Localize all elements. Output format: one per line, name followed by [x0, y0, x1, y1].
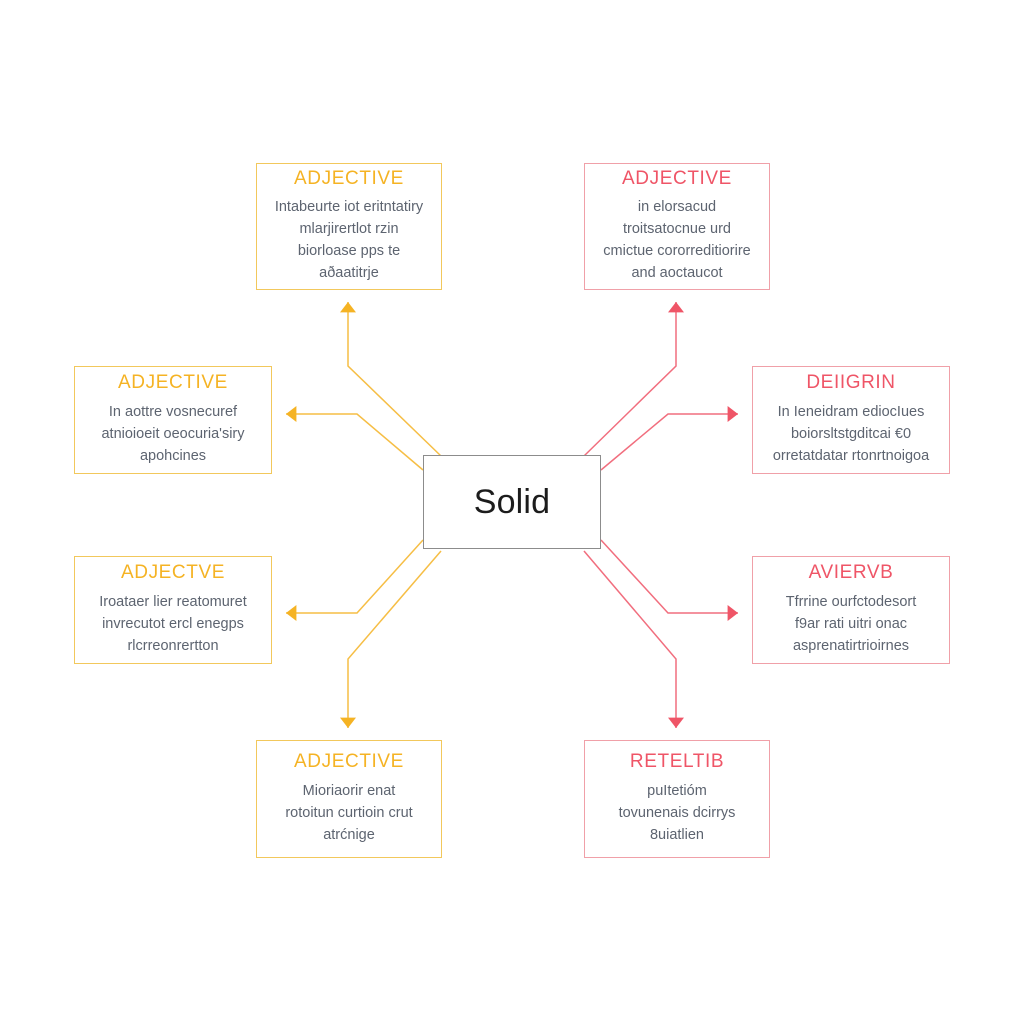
node-body-top-left: Intabeurte iot eritntatiry mlarjirertlot …: [275, 196, 423, 284]
node-body-line: Tfrrine ourfctodesort: [785, 593, 917, 610]
node-body-line: atnioioeit oeocuria'siry: [101, 425, 245, 442]
arrowhead-top-right: [668, 302, 684, 313]
node-title-low-left: ADJECTVE: [120, 562, 226, 584]
connector-mid-left: [286, 413, 424, 471]
node-body-line: f9ar rati uitri onac: [794, 615, 908, 632]
node-bottom-right[interactable]: RETELTIB puItetióm tovunenais dcirrys 8uiat…: [584, 740, 770, 858]
node-mid-right[interactable]: DEIIGRIN In Ieneidram ediocIues boiorsltst…: [752, 366, 950, 474]
arrowhead-bottom-right: [668, 717, 684, 728]
node-body-line: and aoctaucot: [631, 265, 723, 282]
node-title-bottom-right: RETELTIB: [629, 751, 725, 772]
node-body-line: boiorsltstgditcai €0: [790, 425, 912, 442]
node-body-line: In Ieneidram ediocIues: [777, 403, 925, 420]
node-body-bottom-right: puItetióm tovunenais dcirrys 8uiatlien: [619, 780, 736, 846]
node-body-line: atrćnige: [323, 826, 375, 843]
node-body-low-left: Iroataer lier reatomuret invrecutot ercl …: [99, 591, 246, 657]
connector-top-right: [583, 302, 677, 457]
node-body-line: rotoitun curtioin crut: [285, 804, 413, 821]
node-body-line: Iroataer lier reatomuret: [99, 593, 247, 610]
connector-top-left: [347, 302, 442, 457]
node-title-top-right: ADJECTIVE: [622, 167, 732, 189]
connector-low-right: [600, 539, 738, 614]
node-body-line: invrecutot ercl enegps: [102, 615, 244, 632]
node-title-top-left: ADJECTIVE: [294, 167, 404, 189]
node-body-mid-left: In aottre vosnecuref atnioioeit oeocuria'…: [101, 401, 244, 467]
node-body-top-right: in elorsacud troitsatocnue urd cmictue cor…: [603, 196, 750, 284]
node-bottom-left[interactable]: ADJECTIVE Mioriaorir enat rotoitun curtioi…: [256, 740, 442, 858]
center-node-label: Solid: [473, 482, 551, 521]
connector-bottom-right: [583, 550, 677, 728]
node-body-line: tovunenais dcirrys: [618, 804, 736, 821]
node-body-line: aðaatitrje: [319, 265, 379, 282]
connector-low-left: [286, 539, 424, 614]
connector-mid-right: [600, 413, 738, 471]
node-body-bottom-left: Mioriaorir enat rotoitun curtioin crut atr…: [285, 780, 412, 846]
arrowhead-low-left: [286, 605, 297, 621]
node-title-mid-right: DEIIGRIN: [806, 372, 896, 394]
arrowhead-top-left: [340, 302, 356, 313]
node-top-left[interactable]: ADJECTIVE Intabeurte iot eritntatiry mlarj…: [256, 163, 442, 290]
node-body-line: In aottre vosnecuref: [108, 403, 238, 420]
node-body-line: cmictue cororreditiorire: [603, 243, 751, 260]
node-title-mid-left: ADJECTIVE: [118, 372, 228, 394]
node-top-right[interactable]: ADJECTIVE in elorsacud troitsatocnue urd cm…: [584, 163, 770, 290]
node-body-line: Intabeurte iot eritntatiry: [274, 199, 424, 216]
node-body-line: biorloase pps te: [297, 243, 401, 260]
node-title-bottom-left: ADJECTIVE: [294, 751, 404, 772]
node-body-line: Mioriaorir enat: [302, 782, 396, 799]
node-body-line: rlcrreonrertton: [127, 637, 219, 654]
node-body-line: in elorsacud: [637, 199, 717, 216]
node-body-line: 8uiatlien: [649, 826, 704, 843]
node-body-line: mlarjirertlot rzin: [299, 221, 399, 238]
arrowhead-low-right: [727, 605, 738, 621]
node-body-line: troitsatocnue urd: [622, 221, 731, 238]
node-body-line: asprenatirtrioirnes: [792, 637, 910, 654]
arrowhead-bottom-left: [340, 717, 356, 728]
arrowhead-mid-left: [286, 406, 297, 422]
node-body-low-right: Tfrrine ourfctodesort f9ar rati uitri ona…: [786, 591, 917, 657]
node-body-mid-right: In Ieneidram ediocIues boiorsltstgditcai …: [773, 401, 929, 467]
node-title-low-right: AVIERVB: [808, 562, 894, 584]
connector-bottom-left: [347, 550, 442, 728]
node-body-line: puItetióm: [647, 782, 707, 799]
center-node[interactable]: Solid: [423, 455, 601, 549]
node-body-line: apohcines: [139, 447, 207, 464]
node-mid-left[interactable]: ADJECTIVE In aottre vosnecuref atnioioeit …: [74, 366, 272, 474]
node-low-right[interactable]: AVIERVB Tfrrine ourfctodesort f9ar rati ui…: [752, 556, 950, 664]
arrowhead-mid-right: [727, 406, 738, 422]
node-low-left[interactable]: ADJECTVE Iroataer lier reatomuret invrecut…: [74, 556, 272, 664]
node-body-line: orretatdatar rtonrtnoigoa: [772, 447, 930, 464]
